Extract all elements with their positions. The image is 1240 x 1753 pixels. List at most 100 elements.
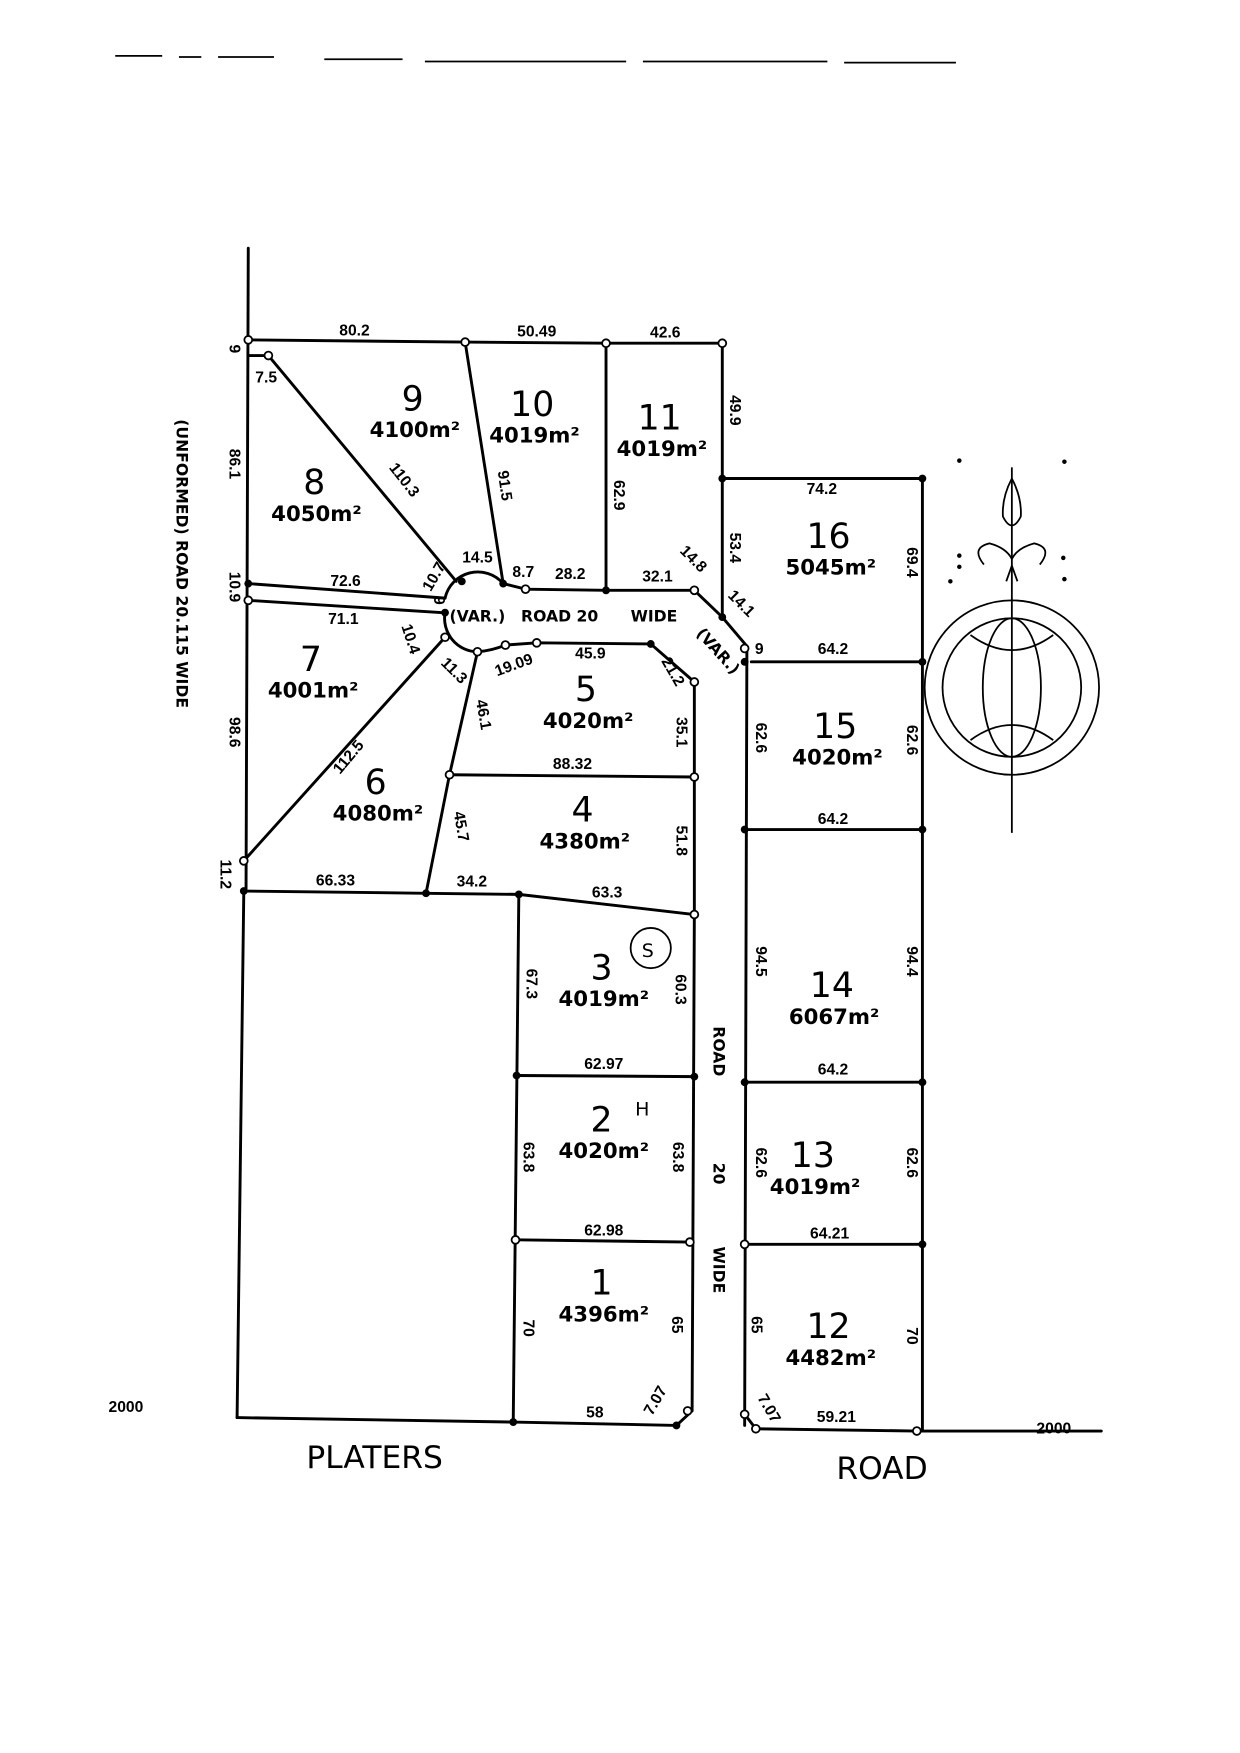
dimension-label: 9	[225, 344, 242, 353]
dimension-label: 69.4	[903, 547, 920, 578]
cul-de-sac-wide-label: WIDE	[631, 607, 678, 626]
dimension-label: 66.33	[316, 872, 355, 889]
lot-area: 4100m²	[370, 418, 461, 443]
lot-number: 5	[575, 670, 597, 710]
platers-label: PLATERS	[306, 1440, 443, 1476]
dimension-label: 94.4	[903, 946, 920, 977]
dimension-label: 94.5	[752, 946, 769, 977]
dimension-label: 63.8	[519, 1142, 536, 1173]
dimension-label: 49.9	[726, 395, 743, 426]
dimension-label: 64.2	[818, 1061, 849, 1078]
dimension-label: 98.6	[225, 717, 242, 748]
dimension-label: 50.49	[517, 324, 556, 341]
survey-points	[238, 335, 927, 1436]
dimension-label: 21.2	[658, 654, 688, 689]
dimension-label: 88.32	[553, 756, 592, 773]
dimension-label: 46.1	[472, 698, 494, 731]
dimension-label: 19.09	[493, 651, 536, 680]
dimension-label: 7.5	[255, 369, 277, 386]
dimension-label: 64.2	[818, 641, 849, 658]
lot-area: 4080m²	[333, 802, 424, 827]
dimension-label: 62.97	[584, 1056, 623, 1073]
dimension-label: 65	[668, 1316, 685, 1334]
dimension-label: 62.9	[610, 480, 627, 511]
lot-number: 7	[300, 640, 322, 680]
vertical-wide-label: WIDE	[709, 1247, 728, 1294]
dimension-label: 53.4	[726, 533, 743, 564]
dimension-label: 62.6	[903, 1147, 920, 1178]
dimension-label: 71.1	[328, 611, 359, 628]
lot-area: 4380m²	[540, 830, 631, 855]
dimension-label: 86.1	[225, 449, 242, 480]
dimension-label: 59.21	[817, 1409, 856, 1426]
dimension-label: 62.98	[584, 1222, 623, 1239]
level-right: 2000	[1036, 1420, 1071, 1437]
vertical-20-label: 20	[709, 1163, 728, 1185]
dimension-label: 7.07	[754, 1391, 784, 1426]
dimension-label: 72.6	[330, 573, 361, 590]
lot-area: 6067m²	[789, 1005, 880, 1030]
compass-dots	[948, 458, 1067, 584]
dimension-label: 65	[747, 1316, 764, 1334]
dimension-label: 10.9	[225, 572, 242, 603]
dimension-label: 51.8	[672, 825, 689, 856]
dimension-label: 63.3	[592, 885, 623, 902]
road-label: ROAD	[836, 1451, 927, 1487]
dimension-label: 60.3	[671, 974, 688, 1005]
north-arrow-compass-icon	[923, 467, 1100, 833]
lot-number: 3	[591, 948, 613, 988]
dimension-label: 42.6	[650, 325, 681, 342]
dimension-label: 62.6	[903, 725, 920, 756]
dimension-label: 80.2	[339, 322, 370, 339]
dimension-label: 62.6	[752, 723, 769, 754]
dimension-label: 10.7	[419, 559, 449, 594]
lot-number: 16	[806, 517, 850, 557]
lot-number: 14	[810, 966, 854, 1006]
lot-area: 4482m²	[785, 1346, 876, 1371]
lot-number: 12	[806, 1307, 850, 1347]
lot-area: 4020m²	[792, 746, 883, 771]
vertical-road-label: ROAD	[709, 1026, 728, 1076]
lot-number: 4	[572, 791, 594, 831]
dimension-label: 63.8	[669, 1142, 686, 1173]
dimension-label: 45.9	[575, 645, 606, 662]
dimension-label: 67.3	[523, 969, 540, 1000]
lot-number: 10	[510, 385, 554, 425]
dimension-label: 74.2	[807, 481, 838, 498]
dimension-label: 7.07	[641, 1383, 671, 1418]
dimension-label: 110.3	[385, 460, 422, 501]
dimension-label: 35.1	[672, 717, 689, 748]
lot-number: 11	[638, 398, 682, 438]
dimension-label: 70	[903, 1327, 920, 1345]
dimension-label: 34.2	[457, 874, 488, 891]
level-left: 2000	[109, 1399, 144, 1416]
lot-area: 4019m²	[489, 424, 580, 449]
lot-number: 1	[591, 1264, 613, 1304]
dimension-label: 58	[586, 1405, 604, 1422]
lot-area: 4050m²	[271, 502, 362, 527]
header-dashed-line	[115, 55, 956, 64]
dimension-label: 32.1	[642, 568, 673, 585]
cul-de-sac-var-label: (VAR.)	[450, 607, 506, 626]
dimension-label: 45.7	[450, 810, 472, 843]
lot-number: 13	[791, 1136, 835, 1176]
dimension-label: 11.3	[437, 654, 470, 687]
lot-area: 4019m²	[559, 987, 650, 1012]
lot-number: 15	[813, 707, 857, 747]
lot-number: 8	[303, 463, 325, 503]
handwritten-annotation: H	[635, 1099, 649, 1121]
lot-area: 4019m²	[617, 437, 708, 462]
